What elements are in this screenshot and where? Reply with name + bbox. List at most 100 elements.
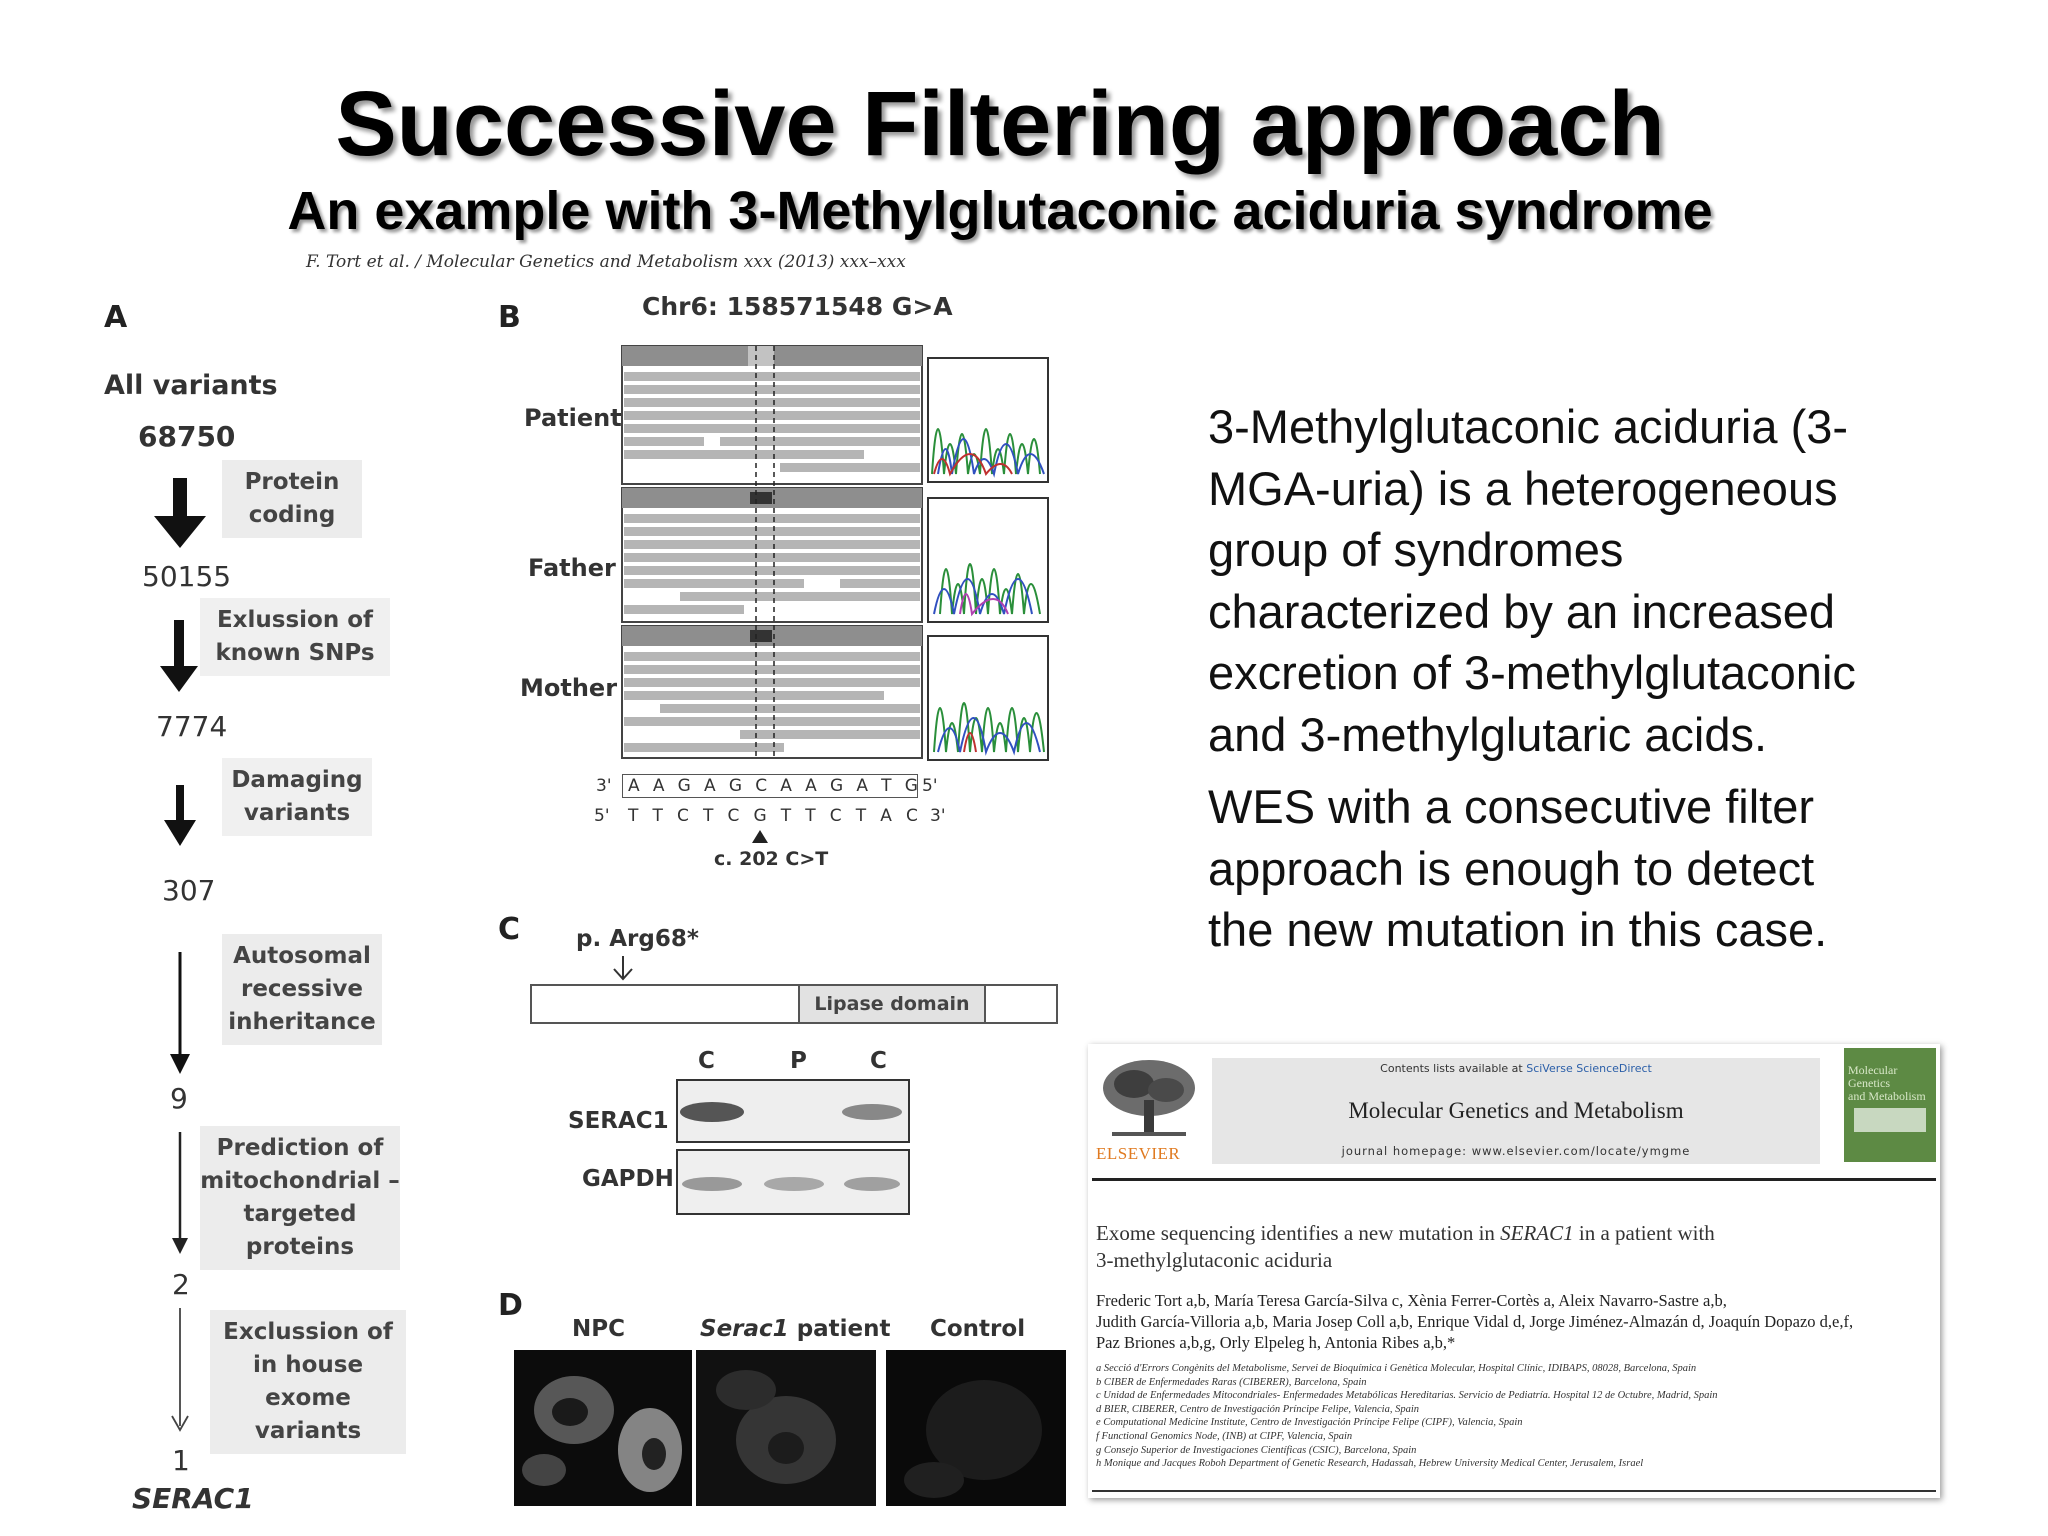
filter-3-line-2: variants	[243, 800, 351, 826]
label-npc: NPC	[572, 1316, 625, 1342]
western-row-serac1: SERAC1	[568, 1108, 669, 1134]
desc-line: WES with a consecutive filter	[1208, 780, 1814, 833]
cover-line: Molecular Genetics	[1848, 1063, 1898, 1090]
sample-label-patient: Patient	[524, 404, 622, 432]
final-gene: SERAC1	[132, 1482, 254, 1515]
affiliation: c Unidad de Enfermedades Mitocondriales-…	[1096, 1390, 1718, 1402]
sample-label-mother: Mother	[520, 674, 618, 702]
slide-subtitle: An example with 3-Methylglutaconic acidu…	[287, 181, 1713, 241]
filter-5-line-4: proteins	[245, 1234, 355, 1260]
western-row-gapdh: GAPDH	[582, 1166, 674, 1192]
label-control: Control	[930, 1316, 1026, 1342]
count-6: 1	[172, 1444, 190, 1477]
article-title-line-1: Exome sequencing identifies a new mutati…	[1096, 1220, 1936, 1247]
filter-4-line-2: recessive	[240, 976, 364, 1002]
affiliation: d BIER, CIBERER, Centro de Investigación…	[1096, 1403, 1419, 1415]
count-0: 68750	[138, 420, 236, 453]
filter-1-line-1: Protein	[244, 469, 340, 495]
contents-prefix: Contents lists available at	[1380, 1062, 1527, 1075]
author-list: Frederic Tort a,b, María Teresa García-S…	[1096, 1290, 1936, 1353]
panel-b-letter: B	[498, 300, 521, 335]
cover-title: Molecular Genetics and Metabolism	[1848, 1064, 1932, 1103]
filter-box-2: Exlussion of known SNPs	[200, 598, 390, 676]
desc-line: the new mutation in this case.	[1208, 903, 1828, 956]
seq-top-box	[622, 774, 918, 798]
article-title-line-2: 3-methylglutaconic aciduria	[1096, 1248, 1333, 1272]
sample-label-father: Father	[528, 554, 616, 582]
desc-line: group of syndromes	[1208, 523, 1624, 576]
title-part: in a patient with	[1573, 1221, 1715, 1245]
base: T	[855, 806, 867, 826]
cover-graphic	[1854, 1108, 1926, 1132]
base: G	[677, 776, 691, 796]
label-serac1-patient: Serac1 patient	[700, 1316, 891, 1342]
title-gene: SERAC1	[1500, 1221, 1574, 1245]
publisher-name: ELSEVIER	[1096, 1144, 1181, 1163]
title-part: Exome sequencing identifies a new mutati…	[1096, 1221, 1501, 1245]
figure-citation: F. Tort et al. / Molecular Genetics and …	[306, 252, 906, 272]
description-paragraph-2: WES with a consecutive filter approach i…	[1208, 776, 2008, 961]
elsevier-logo-icon	[1103, 1060, 1195, 1136]
sciencedirect-link[interactable]: SciVerse ScienceDirect	[1526, 1062, 1652, 1075]
affiliation: h Monique and Jacques Roboh Department o…	[1096, 1458, 1644, 1470]
affiliation-list: a Secció d'Errors Congènits del Metaboli…	[1096, 1362, 1936, 1471]
filter-5-line-2: mitochondrial –	[200, 1168, 400, 1194]
base: A	[856, 776, 868, 796]
affiliation: a Secció d'Errors Congènits del Metaboli…	[1096, 1363, 1697, 1374]
base: T	[805, 806, 816, 826]
lane-label-1: C	[698, 1048, 715, 1074]
desc-line: characterized by an increased	[1208, 584, 1836, 638]
panel-d-letter: D	[498, 1288, 523, 1323]
filter-6-line-3: exome	[265, 1385, 351, 1411]
base: A	[704, 776, 716, 796]
filter-3-line-1: Damaging	[231, 767, 363, 793]
microscopy-images	[514, 1350, 1066, 1506]
mutation-label: c. 202 C>T	[714, 848, 829, 870]
lane-label-3: C	[870, 1048, 887, 1074]
cover-line: and Metabolism	[1848, 1089, 1926, 1103]
journal-name: Molecular Genetics and Metabolism	[1348, 1098, 1684, 1123]
seq-bottom-prefix: 5'	[594, 806, 610, 826]
filter-4-line-3: inheritance	[228, 1009, 376, 1035]
affiliation: e Computational Medicine Institute, Cent…	[1096, 1417, 1523, 1429]
locus-label: Chr6: 158571548 G>A	[642, 292, 953, 321]
affiliation: b CIBER de Enfermedades Raras (CIBERER),…	[1096, 1376, 1367, 1388]
base: G	[728, 776, 743, 796]
panel-c-letter: C	[498, 912, 521, 947]
base: T	[780, 806, 792, 826]
journal-title-box: Contents lists available at SciVerse Sci…	[1212, 1058, 1820, 1164]
label-patient: patient	[796, 1316, 891, 1342]
count-3: 307	[162, 874, 216, 907]
affiliation: g Consejo Superior de Investigaciones Ci…	[1096, 1444, 1417, 1456]
all-variants-heading: All variants	[104, 370, 278, 401]
count-2: 7774	[156, 710, 228, 743]
label-serac1: Serac1	[700, 1316, 789, 1342]
filter-6-line-4: variants	[254, 1418, 362, 1444]
article-title: Exome sequencing identifies a new mutati…	[1096, 1220, 1936, 1274]
filter-6-line-1: Exclussion of	[223, 1319, 393, 1345]
count-1: 50155	[142, 560, 232, 593]
base: C	[906, 806, 918, 826]
filter-1-line-2: coding	[248, 502, 336, 528]
desc-line: approach is enough to detect	[1208, 841, 1815, 895]
base: C	[755, 776, 768, 796]
lipase-domain: Lipase domain	[798, 984, 986, 1024]
footer-rule	[1092, 1490, 1936, 1492]
affiliation: f Functional Genomics Node, (INB) at CIP…	[1096, 1430, 1353, 1442]
author-line: Judith García-Villoria a,b, Maria Josep …	[1096, 1312, 1854, 1331]
filter-box-1: Protein coding	[222, 460, 362, 538]
base: C	[829, 806, 842, 826]
base: C	[727, 806, 740, 826]
read-alignment-figure	[621, 345, 1049, 761]
base: T	[628, 806, 639, 826]
desc-line: and 3-methylglutaric acids.	[1208, 707, 1768, 761]
base: T	[702, 806, 714, 826]
mutation-marker-icon	[752, 830, 768, 843]
author-line: Paz Briones a,b,g, Orly Elpeleg h, Anton…	[1096, 1333, 1456, 1352]
slide-title: Successive Filtering approach	[335, 73, 1665, 175]
base: A	[628, 776, 640, 796]
filter-5-line-3: targeted	[243, 1201, 357, 1227]
panel-a-letter: A	[104, 300, 128, 335]
